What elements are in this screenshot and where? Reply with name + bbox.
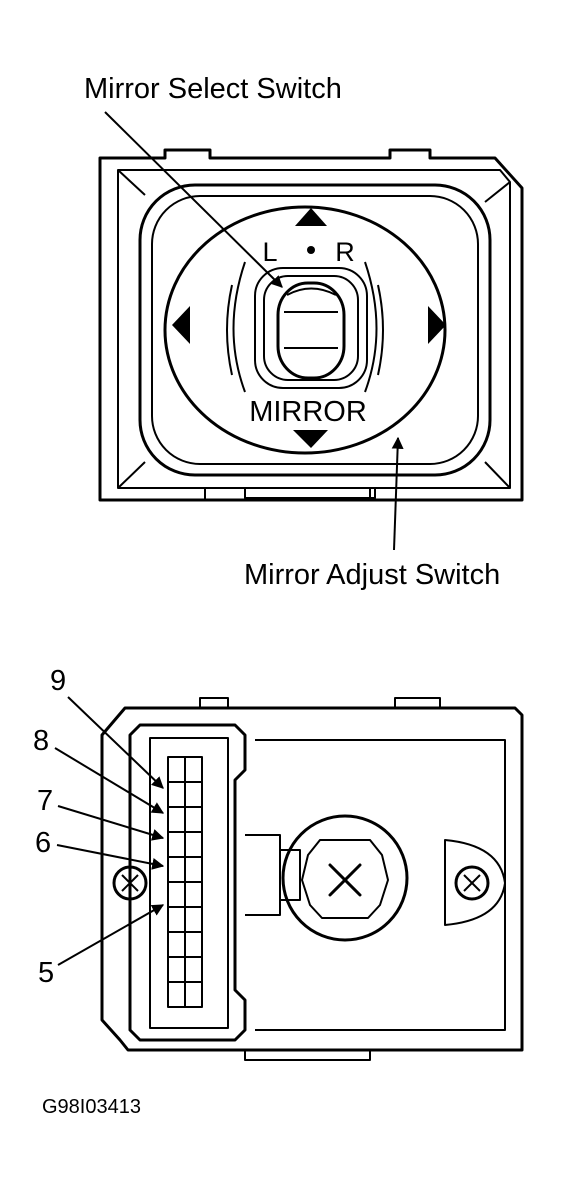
connector-socket (128, 723, 247, 1042)
rotor-cam (301, 839, 389, 919)
pin-label-8: 8 (33, 725, 49, 757)
switch-housing (98, 148, 524, 502)
connector-view: 9 8 7 6 5 (33, 665, 524, 1061)
left-screw-icon (112, 865, 148, 901)
pin-label-9: 9 (50, 665, 66, 697)
right-screw-icon (444, 839, 506, 926)
mirror-adjust-switch-label: Mirror Adjust Switch (244, 559, 500, 591)
mirror-face-label: MIRROR (249, 396, 367, 428)
figure-code: G98I03413 (42, 1096, 141, 1118)
pin-label-7: 7 (37, 785, 53, 817)
pin-label-5: 5 (38, 957, 54, 989)
select-right-label: R (335, 237, 355, 267)
mirror-select-leader (104, 111, 283, 288)
mirror-select-switch-label: Mirror Select Switch (84, 73, 342, 105)
select-switch-guides (226, 261, 384, 393)
switch-bezel (138, 183, 492, 477)
arrow-up-icon[interactable] (295, 208, 327, 226)
rotor-ring (281, 814, 409, 942)
pin-label-6: 6 (35, 827, 51, 859)
connector-pins (167, 756, 203, 1008)
mirror-select-knob[interactable] (276, 281, 346, 380)
mirror-adjust-disc[interactable] (163, 205, 447, 455)
mirror-adjust-leader (391, 436, 404, 551)
arrow-down-icon[interactable] (293, 430, 328, 448)
arrow-left-icon[interactable] (172, 306, 190, 344)
arrow-right-icon[interactable] (428, 306, 446, 344)
switch-face-view: L R MIRROR Mirror Select Switch Mirror A… (84, 73, 524, 591)
select-center-dot (307, 246, 315, 254)
connector-housing (100, 706, 524, 1052)
select-left-label: L (262, 237, 277, 267)
